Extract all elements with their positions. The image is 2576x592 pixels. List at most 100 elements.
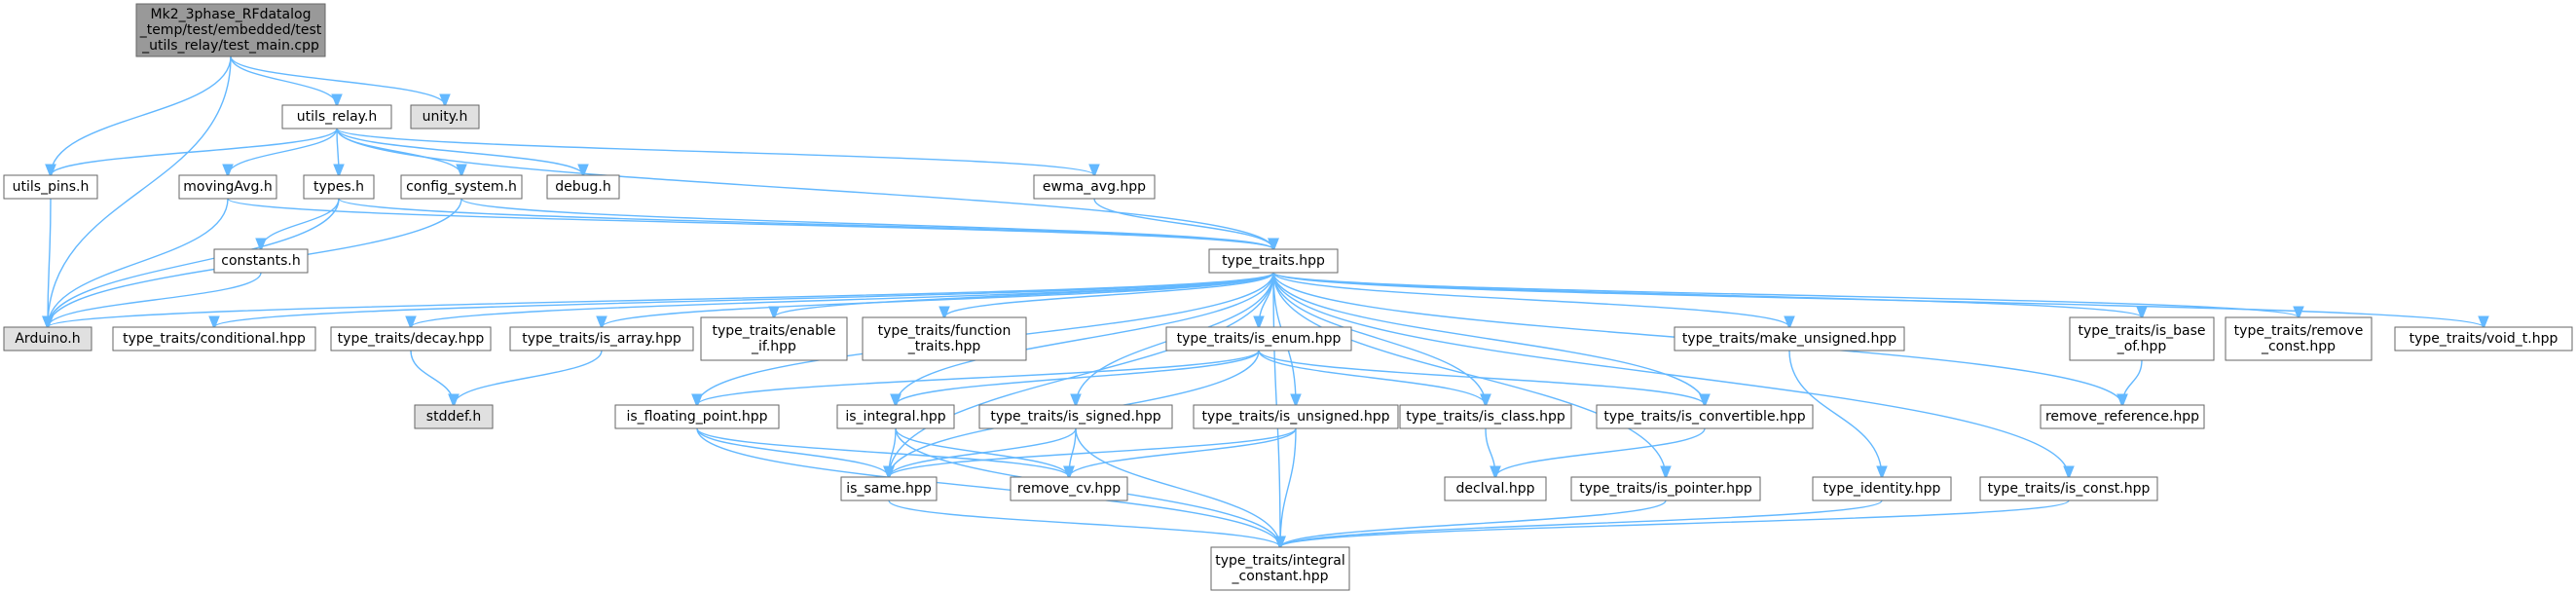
edge-type-traits-to-make-unsigned bbox=[1272, 272, 1789, 327]
node-is-integral[interactable]: is_integral.hpp bbox=[836, 404, 955, 429]
edge-config-system-to-type-traits bbox=[460, 198, 1273, 249]
edge-is-floating-point-to-remove-cv bbox=[696, 427, 1069, 477]
edge-root-to-utils-pins bbox=[51, 56, 232, 175]
node-is-pointer[interactable]: type_traits/is_pointer.hpp bbox=[1570, 476, 1761, 501]
edge-root-to-arduino bbox=[48, 56, 232, 327]
node-make-unsigned[interactable]: type_traits/make_unsigned.hpp bbox=[1674, 326, 1905, 352]
node-movingAvg[interactable]: movingAvg.h bbox=[178, 174, 277, 200]
node-utils-pins[interactable]: utils_pins.h bbox=[3, 174, 98, 200]
node-root[interactable]: Mk2_3phase_RFdatalog_temp/test/embedded/… bbox=[135, 3, 326, 57]
node-integral-constant[interactable]: type_traits/integral_constant.hpp bbox=[1210, 546, 1350, 591]
node-stddef[interactable]: stddef.h bbox=[414, 404, 494, 429]
node-label: remove_reference.hpp bbox=[2045, 409, 2199, 425]
node-box bbox=[3, 326, 92, 352]
edge-type-traits-to-function-traits bbox=[944, 272, 1274, 317]
node-box bbox=[614, 404, 780, 429]
node-label: movingAvg.h bbox=[183, 179, 272, 195]
node-declval[interactable]: declval.hpp bbox=[1444, 476, 1547, 501]
edge-types-to-type-traits bbox=[338, 198, 1273, 249]
node-is-signed[interactable]: type_traits/is_signed.hpp bbox=[978, 404, 1173, 429]
edge-movingAvg-to-arduino bbox=[48, 198, 229, 327]
edge-is-floating-point-to-is-same bbox=[696, 427, 889, 477]
node-label: type_traits.hpp bbox=[1222, 253, 1325, 269]
node-box bbox=[1812, 476, 1952, 501]
node-label: type_traits/is_convertible.hpp bbox=[1603, 409, 1805, 425]
edge-type-identity-to-integral-constant bbox=[1280, 500, 1883, 547]
node-decay[interactable]: type_traits/decay.hpp bbox=[330, 326, 492, 352]
node-box bbox=[836, 404, 955, 429]
node-box bbox=[978, 404, 1173, 429]
node-label: utils_relay.h bbox=[297, 109, 378, 125]
node-label: type_traits/decay.hpp bbox=[338, 331, 485, 347]
edge-utils-relay-to-config-system bbox=[336, 128, 461, 175]
node-is-convertible[interactable]: type_traits/is_convertible.hpp bbox=[1596, 404, 1814, 429]
edge-constants-to-arduino bbox=[48, 272, 262, 327]
node-is-array[interactable]: type_traits/is_array.hpp bbox=[509, 326, 694, 352]
node-label: types.h bbox=[313, 179, 364, 195]
node-box bbox=[862, 316, 1027, 361]
node-label: type_traits/is_const.hpp bbox=[1988, 481, 2151, 497]
node-label: is_floating_point.hpp bbox=[626, 409, 767, 425]
node-is-const[interactable]: type_traits/is_const.hpp bbox=[1979, 476, 2158, 501]
node-remove-reference[interactable]: remove_reference.hpp bbox=[2040, 404, 2205, 429]
node-box bbox=[1208, 248, 1339, 274]
node-box bbox=[1193, 404, 1399, 429]
node-label: type_traits/is_unsigned.hpp bbox=[1202, 409, 1390, 425]
edge-layer bbox=[48, 56, 2484, 547]
edge-is-unsigned-to-integral-constant bbox=[1280, 427, 1297, 547]
node-is-floating-point[interactable]: is_floating_point.hpp bbox=[614, 404, 780, 429]
node-is-class[interactable]: type_traits/is_class.hpp bbox=[1399, 404, 1572, 429]
node-function-traits[interactable]: type_traits/function_traits.hpp bbox=[862, 316, 1027, 361]
node-label: type_traits/enable bbox=[713, 323, 836, 339]
node-label: Mk2_3phase_RFdatalog bbox=[151, 7, 312, 22]
edge-type-traits-to-conditional bbox=[214, 272, 1274, 327]
edge-is-enum-to-is-class bbox=[1258, 350, 1486, 405]
node-remove-const[interactable]: type_traits/remove_const.hpp bbox=[2225, 316, 2373, 361]
node-debug[interactable]: debug.h bbox=[546, 174, 620, 200]
edge-is-class-to-declval bbox=[1485, 427, 1495, 477]
node-box bbox=[330, 326, 492, 352]
edge-utils-relay-to-debug bbox=[336, 128, 583, 175]
node-ewma-avg[interactable]: ewma_avg.hpp bbox=[1033, 174, 1156, 200]
node-label: _temp/test/embedded/test bbox=[139, 22, 322, 38]
edge-utils-relay-to-utils-pins bbox=[51, 128, 338, 175]
node-box bbox=[546, 174, 620, 200]
node-utils-relay[interactable]: utils_relay.h bbox=[281, 104, 392, 130]
node-box bbox=[1165, 326, 1352, 352]
node-config-system[interactable]: config_system.h bbox=[400, 174, 523, 200]
node-arduino[interactable]: Arduino.h bbox=[3, 326, 92, 352]
node-box bbox=[840, 476, 938, 501]
edge-is-enum-to-is-integral bbox=[896, 350, 1260, 405]
node-box bbox=[303, 174, 375, 200]
edge-types-to-constants bbox=[261, 198, 340, 249]
node-enable-if[interactable]: type_traits/enable_if.hpp bbox=[700, 316, 848, 361]
node-is-same[interactable]: is_same.hpp bbox=[840, 476, 938, 501]
edge-utils-relay-to-movingAvg bbox=[228, 128, 338, 175]
node-box bbox=[1010, 476, 1128, 501]
node-label: type_traits/conditional.hpp bbox=[123, 331, 306, 347]
node-box bbox=[3, 174, 98, 200]
node-type-identity[interactable]: type_identity.hpp bbox=[1812, 476, 1952, 501]
node-label: _utils_relay/test_main.cpp bbox=[141, 38, 319, 54]
node-is-base-of[interactable]: type_traits/is_base_of.hpp bbox=[2069, 316, 2215, 361]
node-conditional[interactable]: type_traits/conditional.hpp bbox=[112, 326, 316, 352]
node-is-enum[interactable]: type_traits/is_enum.hpp bbox=[1165, 326, 1352, 352]
node-box bbox=[1033, 174, 1156, 200]
node-remove-cv[interactable]: remove_cv.hpp bbox=[1010, 476, 1128, 501]
node-is-unsigned[interactable]: type_traits/is_unsigned.hpp bbox=[1193, 404, 1399, 429]
node-box bbox=[1596, 404, 1814, 429]
node-box bbox=[112, 326, 316, 352]
node-void-t[interactable]: type_traits/void_t.hpp bbox=[2394, 326, 2573, 352]
node-label: utils_pins.h bbox=[13, 179, 90, 195]
node-box bbox=[2225, 316, 2373, 361]
node-label: ewma_avg.hpp bbox=[1043, 179, 1146, 195]
node-label: is_same.hpp bbox=[846, 481, 932, 497]
node-unity[interactable]: unity.h bbox=[410, 104, 480, 130]
node-type-traits[interactable]: type_traits.hpp bbox=[1208, 248, 1339, 274]
node-label: type_traits/is_pointer.hpp bbox=[1579, 481, 1752, 497]
node-label: type_traits/is_signed.hpp bbox=[990, 409, 1160, 425]
edge-is-unsigned-to-is-same bbox=[889, 427, 1297, 477]
node-constants[interactable]: constants.h bbox=[213, 248, 309, 274]
node-types[interactable]: types.h bbox=[303, 174, 375, 200]
edge-root-to-utils-relay bbox=[230, 56, 337, 105]
